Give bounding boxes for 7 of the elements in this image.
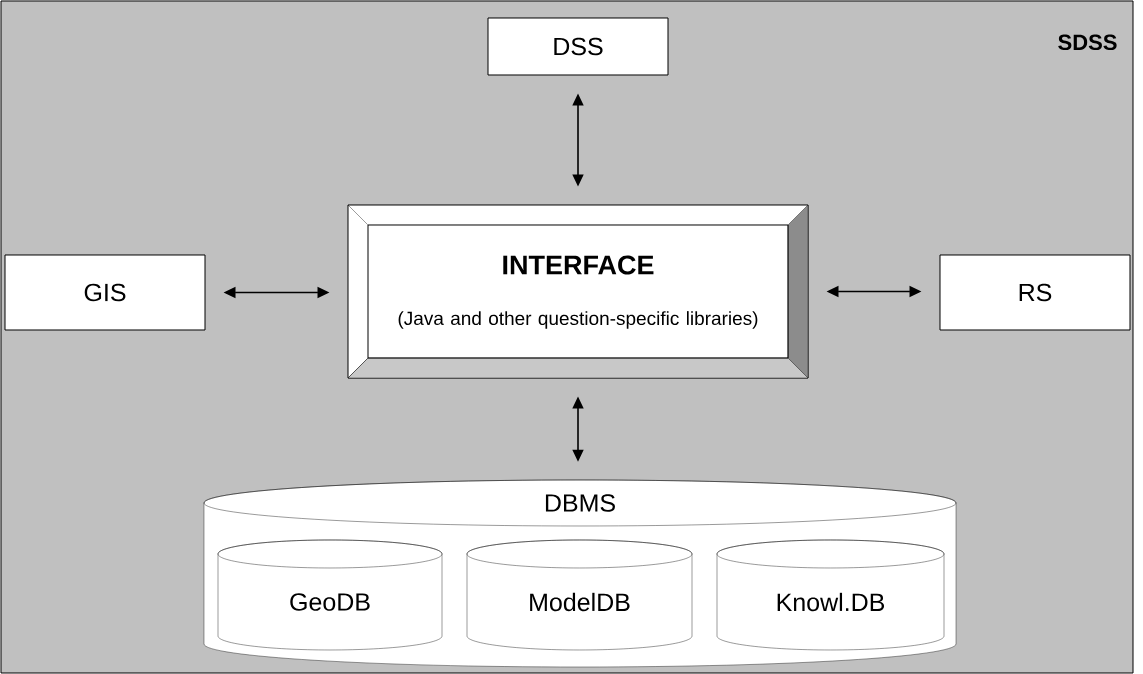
component-box: DSS [487,17,669,76]
component-box: GIS [4,254,206,331]
interface-box: INTERFACE (Java and other question-specific libraries) [347,204,809,379]
database-cylinder: ModelDB [466,539,693,651]
database-cylinder: Knowl.DB [716,539,945,651]
component-box: RS [939,254,1131,331]
database-cylinder: GeoDB [217,539,443,651]
